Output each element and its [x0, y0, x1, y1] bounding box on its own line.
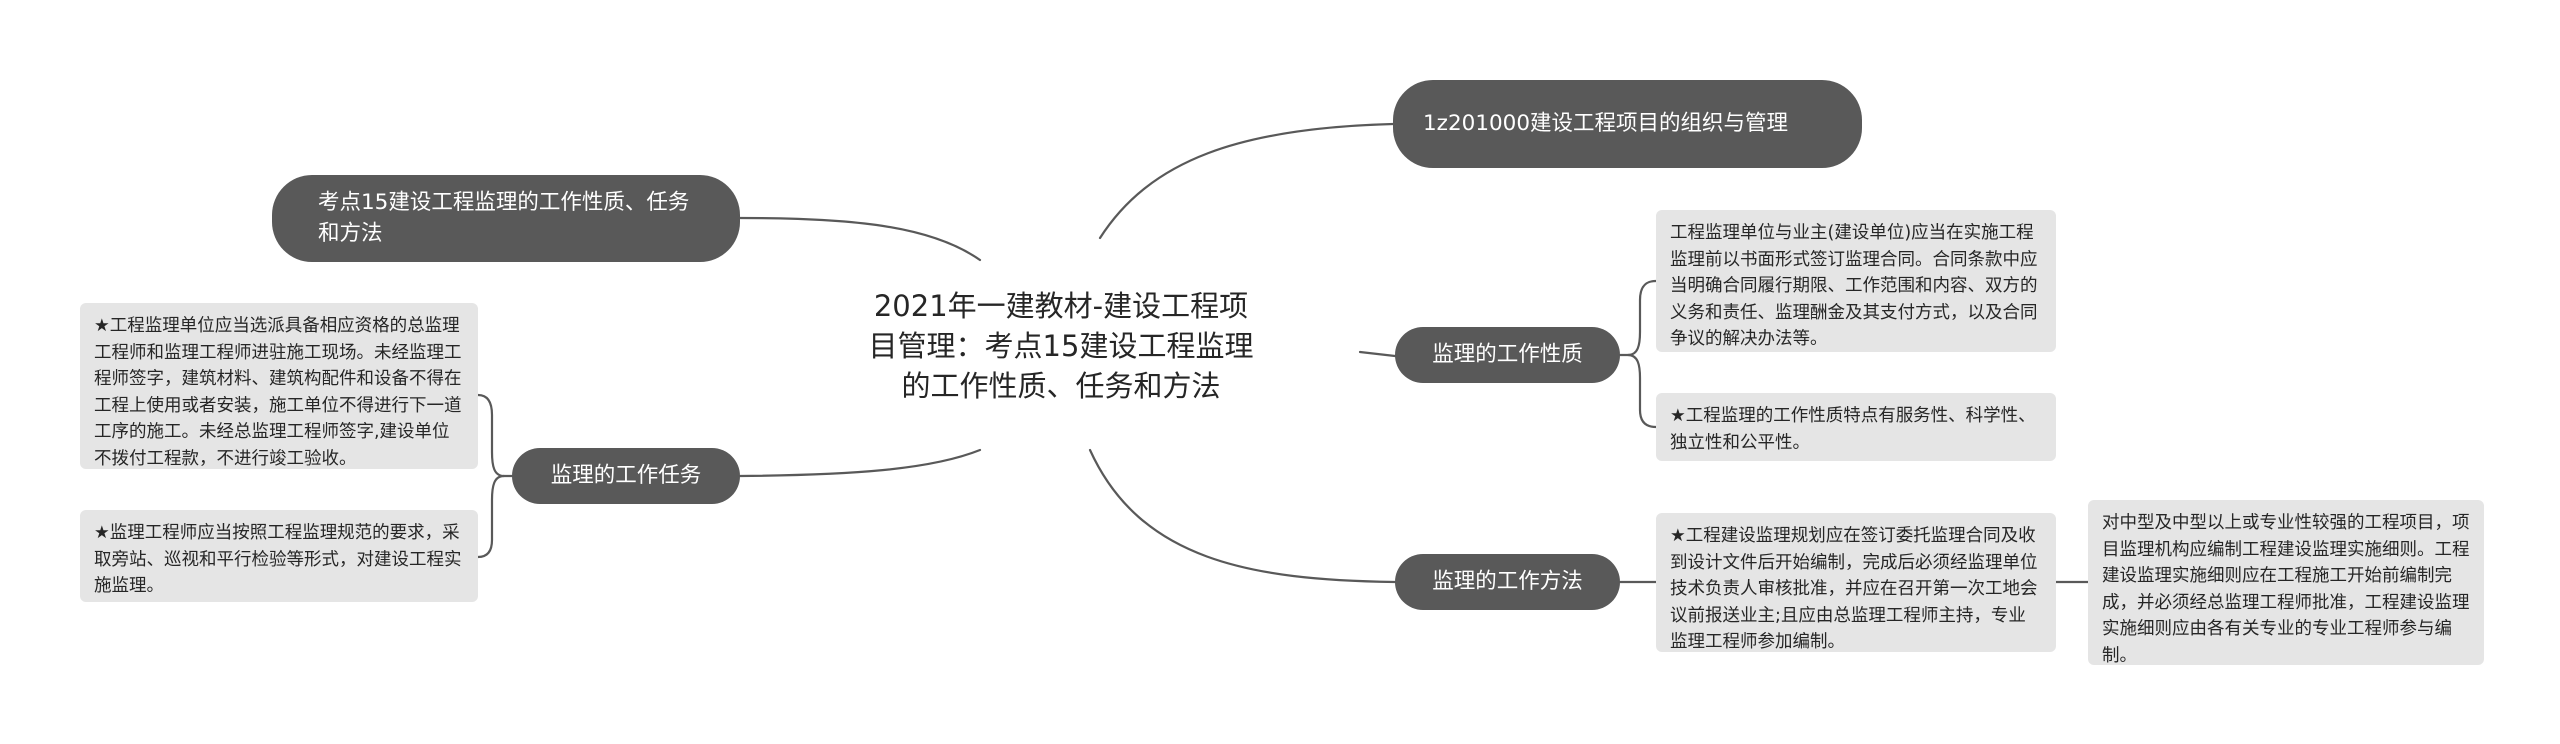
link-root-nature: [1358, 350, 1397, 358]
note-tasks-inspection: ★监理工程师应当按照工程监理规范的要求，采取旁站、巡视和平行检验等形式，对建设工…: [80, 510, 478, 602]
link-root-top-left: [738, 216, 982, 262]
branch-work-nature[interactable]: 监理的工作性质: [1395, 327, 1620, 383]
note-method-detail-text: 对中型及中型以上或专业性较强的工程项目，项目监理机构应编制工程建设监理实施细则。…: [2102, 513, 2470, 666]
branch-work-method[interactable]: 监理的工作方法: [1395, 554, 1620, 610]
note-nature-features-text: ★工程监理的工作性质特点有服务性、科学性、独立性和公平性。: [1670, 406, 2036, 453]
branch-org-management[interactable]: 1z201000建设工程项目的组织与管理: [1393, 80, 1862, 168]
note-method-plan-text: ★工程建设监理规划应在签订委托监理合同及收到设计文件后开始编制，完成后必须经监理…: [1670, 526, 2038, 653]
branch-topic-15-label: 考点15建设工程监理的工作性质、任务和方法: [318, 189, 690, 246]
branch-work-tasks-label: 监理的工作任务: [550, 462, 702, 488]
root-topic-text: 2021年一建教材-建设工程项目管理：考点15建设工程监理的工作性质、任务和方法: [868, 288, 1254, 403]
root-topic[interactable]: 2021年一建教材-建设工程项目管理：考点15建设工程监理的工作性质、任务和方法: [866, 253, 1256, 439]
note-method-plan: ★工程建设监理规划应在签订委托监理合同及收到设计文件后开始编制，完成后必须经监理…: [1656, 513, 2056, 652]
note-nature-features: ★工程监理的工作性质特点有服务性、科学性、独立性和公平性。: [1656, 393, 2056, 461]
note-tasks-signature: ★工程监理单位应当选派具备相应资格的总监理工程师和监理工程师进驻施工现场。未经监…: [80, 303, 478, 469]
branch-work-method-label: 监理的工作方法: [1432, 568, 1583, 594]
link-nature-notes: [1618, 279, 1658, 357]
note-tasks-signature-text: ★工程监理单位应当选派具备相应资格的总监理工程师和监理工程师进驻施工现场。未经监…: [94, 316, 462, 469]
link-root-tasks: [738, 448, 982, 478]
link-root-method: [1088, 448, 1397, 584]
link-root-top-right: [1098, 122, 1395, 240]
branch-work-nature-label: 监理的工作性质: [1432, 341, 1583, 367]
note-nature-contract-text: 工程监理单位与业主(建设单位)应当在实施工程监理前以书面形式签订监理合同。合同条…: [1670, 223, 2038, 350]
branch-work-tasks[interactable]: 监理的工作任务: [512, 448, 740, 504]
link-tasks-notes-2: [476, 474, 506, 559]
branch-topic-15[interactable]: 考点15建设工程监理的工作性质、任务和方法: [272, 175, 740, 262]
note-tasks-inspection-text: ★监理工程师应当按照工程监理规范的要求，采取旁站、巡视和平行检验等形式，对建设工…: [94, 523, 462, 597]
note-method-detail: 对中型及中型以上或专业性较强的工程项目，项目监理机构应编制工程建设监理实施细则。…: [2088, 500, 2484, 666]
note-nature-contract: 工程监理单位与业主(建设单位)应当在实施工程监理前以书面形式签订监理合同。合同条…: [1656, 210, 2056, 352]
link-tasks-notes: [476, 393, 514, 478]
branch-org-management-label: 1z201000建设工程项目的组织与管理: [1423, 110, 1789, 136]
link-nature-notes-2: [1626, 353, 1658, 429]
